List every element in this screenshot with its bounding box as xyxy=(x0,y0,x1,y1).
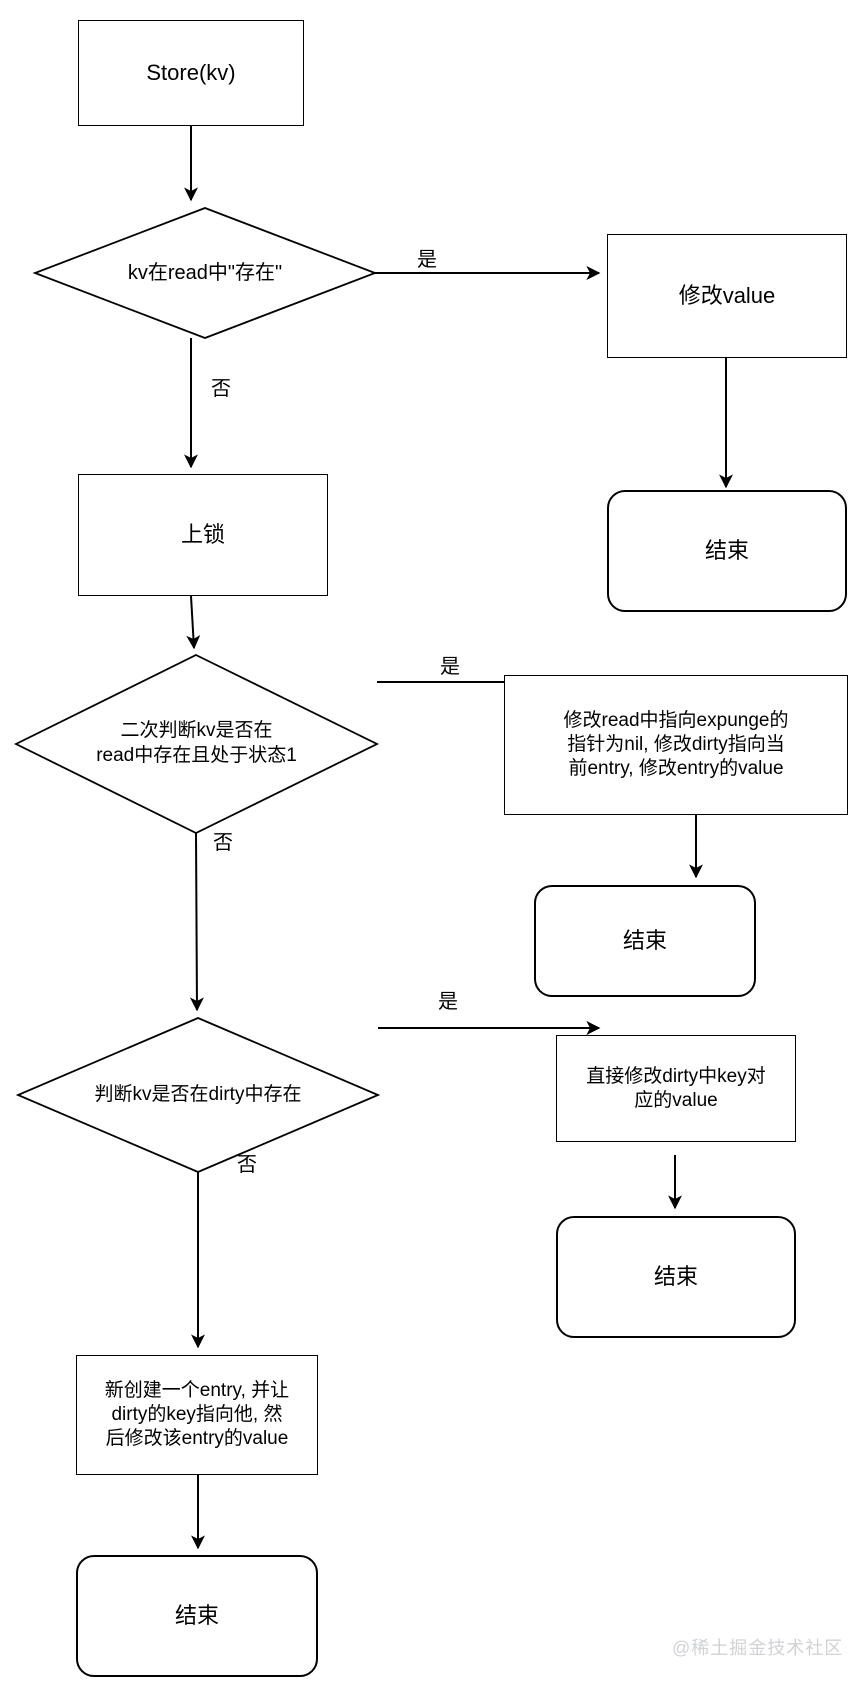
edge-label-yes-2-text: 是 xyxy=(440,656,460,678)
node-start-label: Store(kv) xyxy=(146,60,236,86)
node-end-1[interactable]: 结束 xyxy=(607,490,847,612)
node-decision-read-second[interactable]: 二次判断kv是否在 read中存在且处于状态1 xyxy=(16,655,377,833)
node-decision-dirty-label: 判断kv是否在dirty中存在 xyxy=(94,1083,302,1105)
node-end-3-label: 结束 xyxy=(653,1264,698,1290)
edge-label-no-1-text: 否 xyxy=(211,378,231,400)
decision-read-outline xyxy=(32,207,378,339)
edge-label-no-1: 否 xyxy=(211,372,231,401)
node-end-2-label: 结束 xyxy=(622,928,667,954)
node-start[interactable]: Store(kv) xyxy=(78,20,304,126)
edge-label-yes-1-text: 是 xyxy=(417,249,437,271)
node-lock-label: 上锁 xyxy=(180,522,225,548)
edge-lock-to-decision-second xyxy=(186,595,201,650)
node-modify-dirty-value[interactable]: 直接修改dirty中key对 应的value xyxy=(556,1035,796,1142)
edge-label-yes-3: 是 xyxy=(438,985,458,1014)
node-end-3[interactable]: 结束 xyxy=(556,1216,796,1338)
node-modify-dirty-value-label: 直接修改dirty中key对 应的value xyxy=(586,1065,766,1111)
node-modify-value-label: 修改value xyxy=(678,283,776,309)
node-decision-read-second-label: 二次判断kv是否在 read中存在且处于状态1 xyxy=(96,720,297,766)
watermark: @稀土掘金技术社区 xyxy=(672,1634,843,1660)
node-end-4[interactable]: 结束 xyxy=(76,1555,318,1677)
node-fix-expunge[interactable]: 修改read中指向expunge的 指针为nil, 修改dirty指向当 前en… xyxy=(504,675,848,815)
node-decision-read[interactable]: kv在read中"存在" xyxy=(35,208,375,338)
edge-label-yes-3-text: 是 xyxy=(438,991,458,1013)
node-new-entry-label: 新创建一个entry, 并让 dirty的key指向他, 然 后修改该entry… xyxy=(104,1380,290,1449)
node-modify-value[interactable]: 修改value xyxy=(607,234,847,358)
node-lock[interactable]: 上锁 xyxy=(78,474,328,596)
watermark-text: @稀土掘金技术社区 xyxy=(672,1638,844,1658)
edge-label-no-2: 否 xyxy=(213,826,233,855)
node-decision-dirty[interactable]: 判断kv是否在dirty中存在 xyxy=(18,1018,378,1172)
node-end-1-label: 结束 xyxy=(704,538,749,564)
edge-decision-second-no xyxy=(189,832,204,1012)
edge-label-no-3: 否 xyxy=(237,1148,257,1177)
node-end-2[interactable]: 结束 xyxy=(534,885,756,997)
edge-label-yes-1: 是 xyxy=(417,243,437,272)
edge-label-no-3-text: 否 xyxy=(237,1154,257,1176)
node-decision-read-label: kv在read中"存在" xyxy=(127,262,283,284)
node-new-entry[interactable]: 新创建一个entry, 并让 dirty的key指向他, 然 后修改该entry… xyxy=(76,1355,318,1475)
edge-label-yes-2: 是 xyxy=(440,650,460,679)
node-fix-expunge-label: 修改read中指向expunge的 指针为nil, 修改dirty指向当 前en… xyxy=(563,710,789,779)
node-end-4-label: 结束 xyxy=(174,1603,219,1629)
edge-label-no-2-text: 否 xyxy=(213,832,233,854)
